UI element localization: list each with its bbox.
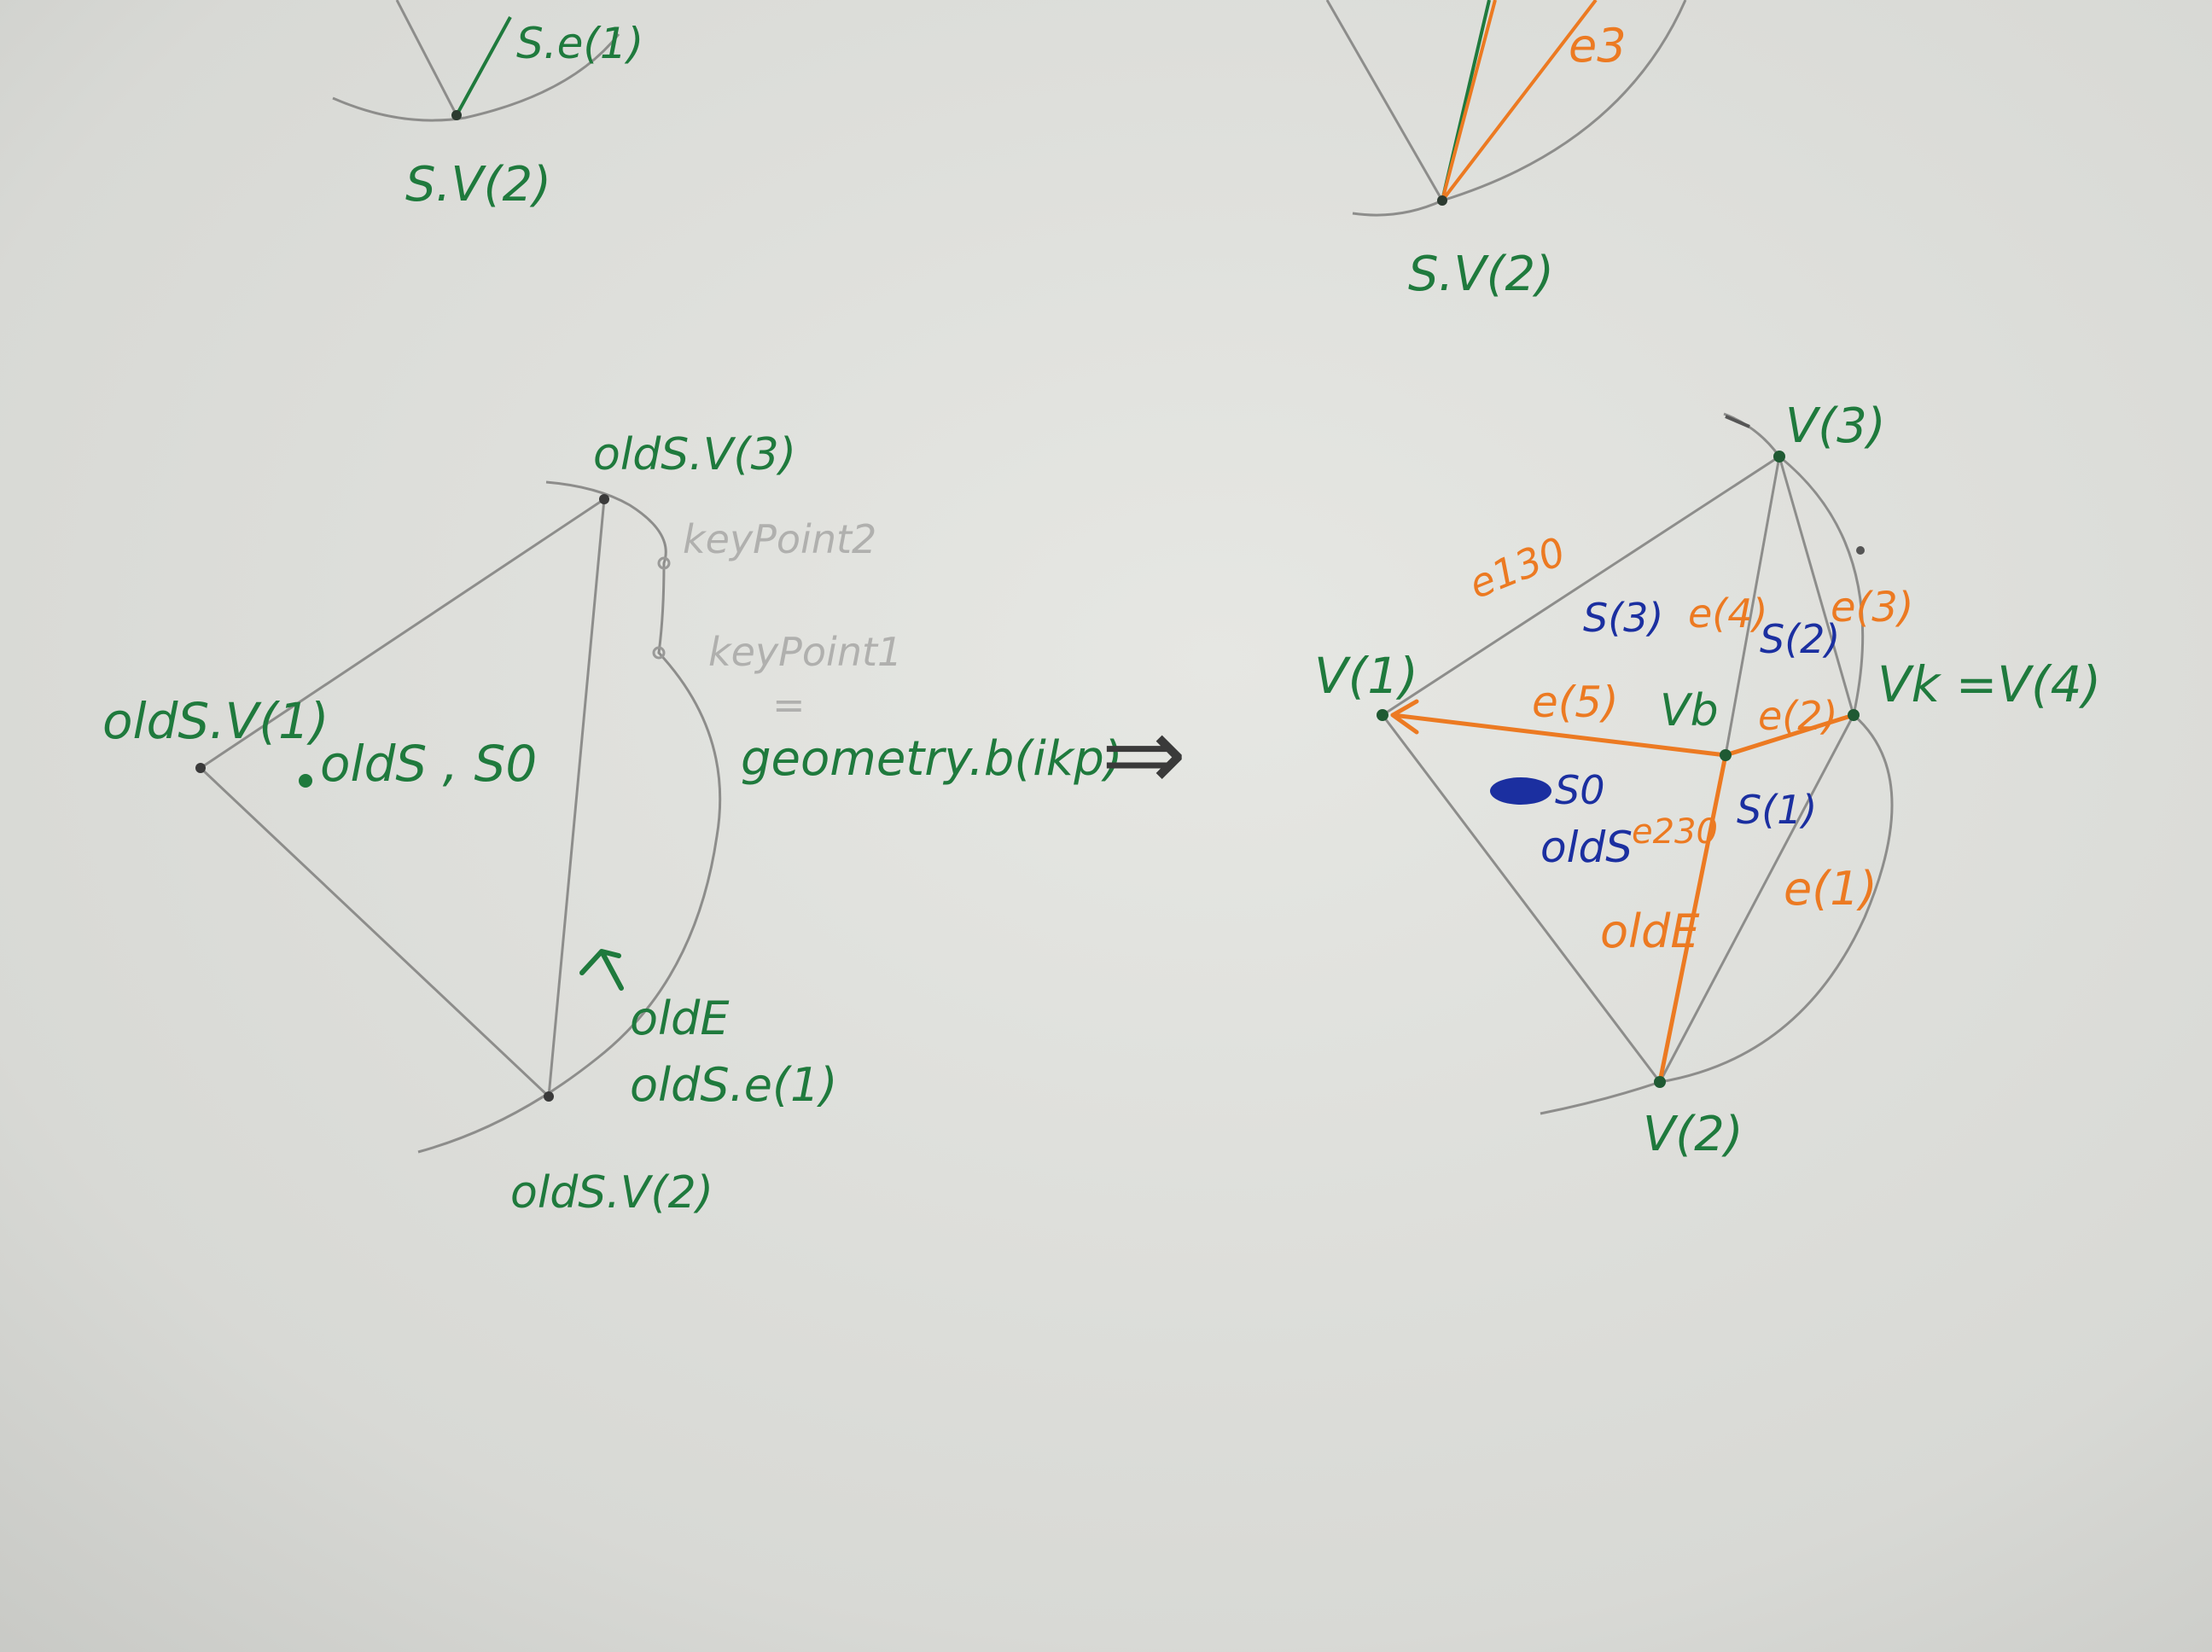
right-top-tick — [1725, 415, 1750, 428]
right-vb-dot — [1720, 749, 1732, 761]
left-v3-dot — [599, 494, 609, 504]
top-left-vertex-label: S.V(2) — [405, 157, 551, 212]
right-edge-e5 — [1392, 713, 1726, 758]
keypoint1-equals: = — [772, 682, 806, 728]
top-right-vertex-label: S.V(2) — [1408, 247, 1554, 302]
right-s0-scribble — [1490, 777, 1551, 805]
right-v1-label: V(1) — [1314, 647, 1418, 705]
left-olde-label: oldE — [630, 992, 730, 1045]
left-edge-v1-v3 — [200, 497, 605, 770]
right-s3-label: S(3) — [1583, 595, 1663, 641]
right-boundary-mark — [1856, 546, 1865, 555]
right-edge-v1-v2 — [1381, 714, 1662, 1083]
right-s1-label: S(1) — [1737, 787, 1817, 833]
right-e3-label: e(3) — [1831, 584, 1914, 631]
right-olde-label: oldE — [1600, 905, 1700, 958]
top-left-vertex-dot — [451, 110, 462, 120]
right-e4-label: e(4) — [1688, 590, 1767, 637]
right-edge-e130 — [1382, 455, 1780, 717]
top-left-fragment: S.e(1) S.V(2) — [332, 0, 643, 212]
right-vk-dot — [1848, 709, 1860, 721]
top-right-pencil-line — [1325, 0, 1444, 201]
right-edge-e3 — [1778, 456, 1855, 716]
right-vb-label: Vb — [1660, 685, 1719, 736]
right-e230-label: e230 — [1632, 812, 1718, 852]
right-lower-boundary — [1540, 713, 1894, 1115]
left-boundary-curve — [417, 480, 722, 1154]
top-right-fragment: e3 S.V(2) — [1325, 0, 1687, 302]
left-v1-label: oldS.V(1) — [102, 692, 329, 750]
right-s2-label: S(2) — [1760, 616, 1840, 662]
top-left-green-edge — [455, 16, 512, 116]
right-v3-dot — [1773, 451, 1785, 462]
keypoint2-dot — [657, 556, 671, 570]
top-left-pencil-line — [395, 0, 458, 116]
left-v3-label: oldS.V(3) — [593, 429, 796, 480]
right-s0-label: S0 — [1555, 767, 1604, 813]
right-edge-e2 — [1725, 713, 1854, 758]
left-v2-dot — [544, 1091, 554, 1102]
left-diagram: oldS.V(1) oldS.V(3) oldS.V(2) oldS , S0 … — [102, 429, 1123, 1219]
top-right-edge-label: e3 — [1569, 19, 1627, 73]
top-right-orange-edge-a — [1441, 0, 1497, 201]
geometry-label: geometry.b(ikp) — [741, 731, 1123, 787]
keypoint2-label: keyPoint2 — [683, 516, 876, 562]
left-olde-arrow — [579, 949, 624, 991]
left-v1-dot — [195, 763, 206, 773]
right-e2-label: e(2) — [1758, 693, 1837, 739]
top-right-orange-edge-b — [1441, 0, 1598, 202]
right-v3-label: V(3) — [1785, 398, 1886, 454]
right-v2-label: V(2) — [1643, 1107, 1743, 1162]
right-e5-label: e(5) — [1532, 678, 1619, 727]
top-right-pencil-arc — [1352, 0, 1687, 217]
right-v2-dot — [1654, 1076, 1666, 1088]
right-diagram: V(1) V(3) V(2) Vk =V(4) Vb e130 e(4) e(3… — [1314, 398, 2101, 1162]
right-edge-e230 — [1657, 754, 1728, 1083]
top-right-vertex-dot — [1437, 195, 1447, 206]
right-vk-label: Vk =V(4) — [1877, 655, 2101, 713]
left-edge-olde — [547, 498, 606, 1097]
left-olds-e1-label: oldS.e(1) — [630, 1058, 837, 1112]
implies-symbol: ⇒ — [1101, 695, 1187, 814]
left-edge-v1-v2 — [199, 766, 550, 1098]
right-edge-e1 — [1658, 714, 1855, 1083]
right-v1-dot — [1377, 709, 1388, 721]
right-e1-label: e(1) — [1784, 862, 1877, 916]
top-left-edge-label: S.e(1) — [516, 19, 643, 68]
right-edge-e5-arrowhead — [1390, 699, 1419, 735]
right-olds-label: oldS — [1540, 823, 1633, 872]
right-upper-boundary — [1723, 412, 1865, 716]
left-face-dot — [299, 774, 312, 788]
top-left-pencil-arc — [332, 33, 620, 122]
right-edge-e4 — [1724, 456, 1781, 756]
keypoint1-dot — [652, 646, 666, 660]
keypoint1-label: keyPoint1 — [708, 629, 902, 675]
left-face-label: oldS , S0 — [320, 735, 537, 793]
left-v2-label: oldS.V(2) — [510, 1167, 713, 1219]
